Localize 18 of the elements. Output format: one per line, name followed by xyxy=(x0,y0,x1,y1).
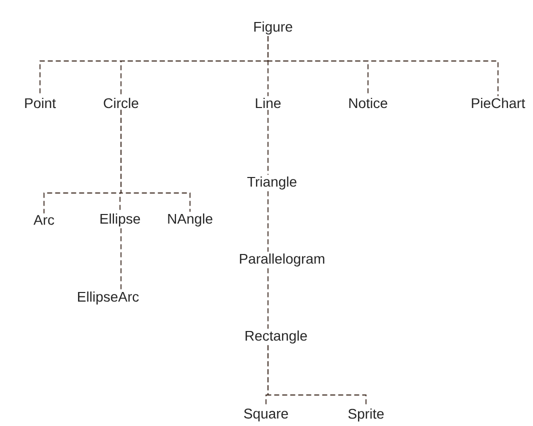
class-label: NAngle xyxy=(168,213,212,227)
class-label: Parallelogram xyxy=(240,253,324,267)
class-label: Ellipse xyxy=(100,213,140,227)
class-label: PieChart xyxy=(472,98,526,108)
class-label: Triangle xyxy=(247,176,296,190)
class-label: Rectangle xyxy=(246,330,307,344)
class-label: Line xyxy=(256,98,281,108)
class-label: Figure xyxy=(254,21,292,35)
connector-line xyxy=(120,228,122,290)
class-label: Sprite xyxy=(348,408,384,422)
class-label: Square xyxy=(244,408,288,422)
class-label: Arc xyxy=(34,215,54,225)
class-label: Circle xyxy=(104,98,138,108)
connector-line xyxy=(268,36,498,97)
class-label: Notice xyxy=(349,98,388,108)
class-label: Point xyxy=(25,98,56,108)
class-label: EllipseArc xyxy=(78,291,139,305)
connector-line xyxy=(120,109,190,212)
